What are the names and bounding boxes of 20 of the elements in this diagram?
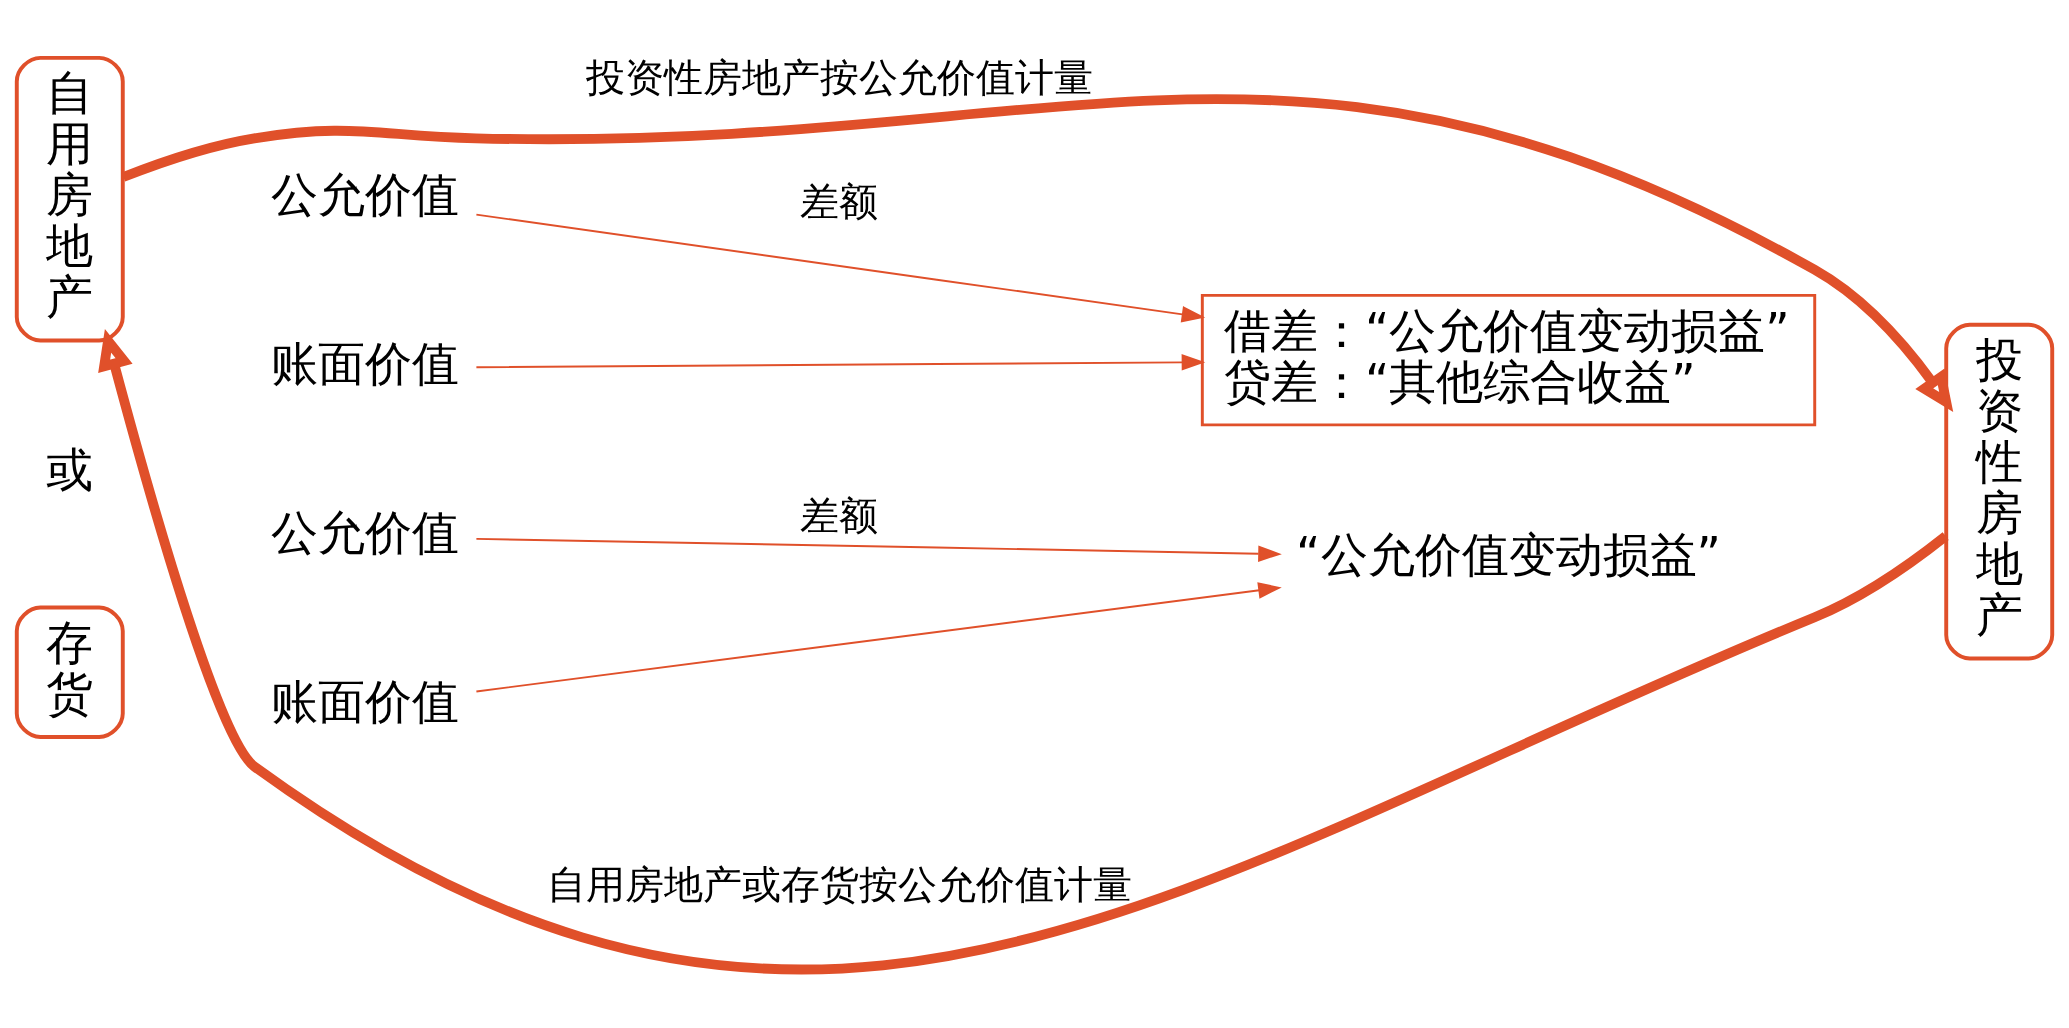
node-text: 账面价值: [271, 336, 460, 392]
node-text: 账面价值: [271, 673, 460, 729]
arrow: [475, 213, 1206, 323]
edge-label: 差额: [800, 178, 879, 224]
arrow: [475, 354, 1206, 371]
node-text: “公允价值变动损益”: [1296, 526, 1721, 582]
label: 或: [46, 442, 94, 498]
arrow: [98, 329, 1949, 974]
node-box: 投资性房地产: [1944, 322, 2055, 661]
arrow: [475, 537, 1282, 562]
node-text: 公允价值: [271, 504, 460, 560]
node-box: 借差：“公允价值变动损益” 贷差：“其他综合收益”: [1200, 293, 1817, 427]
edge-label: 投资性房地产按公允价值计量: [585, 55, 1093, 101]
node-box: 存货: [14, 605, 125, 739]
node-box: 自用房地产: [14, 55, 125, 343]
arrow: [475, 582, 1282, 693]
edge-label: 差额: [800, 492, 879, 538]
edge-label: 自用房地产或存货按公允价值计量: [546, 861, 1132, 907]
arrow: [121, 94, 1954, 413]
node-text: 公允价值: [271, 167, 460, 223]
